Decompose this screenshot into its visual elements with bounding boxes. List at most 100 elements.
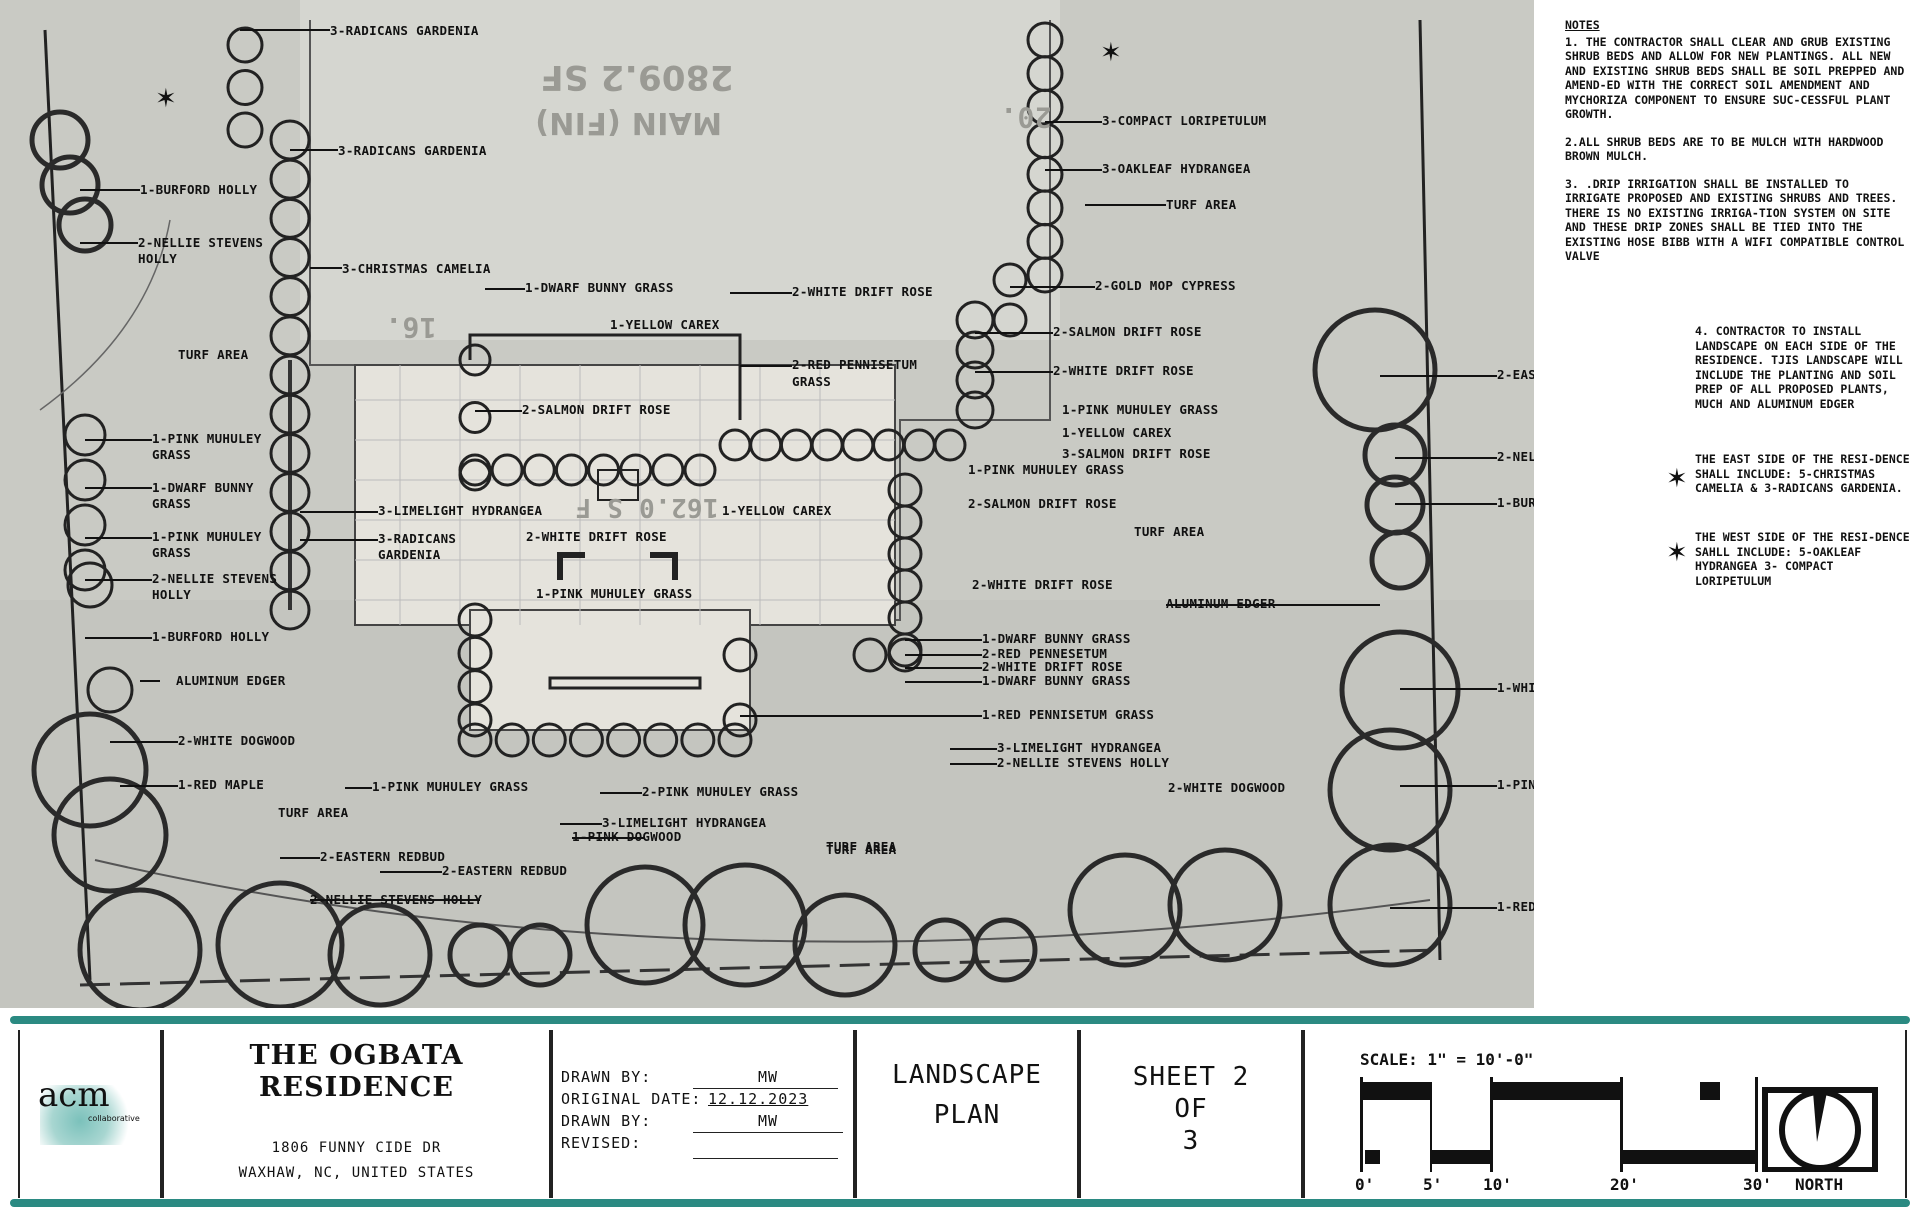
tree-symbol — [1327, 727, 1453, 853]
drawn-by-2-value: MW — [758, 1112, 779, 1130]
plant-label: GRASS — [792, 374, 832, 389]
plant-label: 2-EASTERN REDBUD — [442, 863, 568, 878]
plant-label: 2-WHITE DOGWOOD — [178, 733, 296, 748]
shrub-symbol — [992, 262, 1028, 298]
plant-label: 1-PINK MUHULEY — [152, 529, 262, 544]
plant-label: 1-YELLOW CAREX — [1062, 425, 1172, 440]
plant-label: 2-WHITE DRIFT ROSE — [792, 284, 933, 299]
drawn-by-2-label: DRAWN BY: — [561, 1112, 652, 1130]
plant-label: 2-WHITE DRIFT ROSE — [982, 659, 1123, 674]
shrub-symbol — [458, 401, 492, 434]
shrub-symbol — [86, 666, 134, 714]
plant-label: 2-EASTERN REDBUD — [320, 849, 446, 864]
plant-label: 1-WHITE DOGWOOD — [1497, 680, 1534, 695]
shrub-symbol — [226, 111, 264, 149]
shrub-symbol — [226, 69, 264, 106]
tree-symbol — [1067, 852, 1183, 968]
shrub-symbol — [680, 722, 716, 758]
shrub-symbol — [494, 722, 530, 758]
east-star-icon: ✶ — [1100, 38, 1122, 68]
project-name-line2: RESIDENCE — [259, 1072, 454, 1103]
tree-symbol — [56, 196, 114, 254]
plant-label: 3-RADICANS GARDENIA — [330, 23, 479, 38]
plant-label: 1-PINK MUHULEY GRASS — [536, 586, 693, 601]
plant-label: 2-NELLIE STEVENS HOLLY — [310, 892, 483, 907]
scale-text: SCALE: 1" = 10'-0" — [1360, 1050, 1534, 1069]
logo-subtitle: collaborative — [88, 1114, 140, 1123]
plant-label: 2-WHITE DRIFT ROSE — [1053, 363, 1194, 378]
tree-symbol — [682, 862, 808, 988]
scale-tick-0: 0' — [1355, 1175, 1375, 1194]
tree-symbol — [51, 776, 169, 894]
shrub-symbol — [619, 453, 653, 487]
shrub-symbol — [722, 702, 758, 738]
plant-label: 1-RED MAPLE — [1497, 899, 1534, 914]
scale-tick-30: 30' — [1743, 1175, 1772, 1194]
plant-label: 1-PINK MUHULEY GRASS — [1062, 402, 1219, 417]
shrub-symbol — [933, 428, 967, 462]
plant-label: GRASS — [152, 545, 192, 560]
shrub-symbol — [955, 390, 995, 430]
plant-label: 1-PINK MUHULEY GRASS — [372, 779, 529, 794]
faded-dim-16: 16. — [385, 311, 437, 344]
title-band-top — [10, 1016, 1910, 1024]
shrub-symbol — [458, 343, 492, 377]
plant-label: ALUMINUM EDGER — [1166, 596, 1276, 611]
drawn-by-value: MW — [758, 1068, 779, 1086]
plant-label: 2-WHITE DRIFT ROSE — [972, 577, 1113, 592]
plant-label: 2-PINK MUHULEY GRASS — [642, 784, 799, 799]
plant-label: 1-DWARF BUNNY GRASS — [982, 673, 1131, 688]
note-1: 1. THE CONTRACTOR SHALL CLEAR AND GRUB E… — [1565, 34, 1905, 122]
tree-symbol — [1369, 529, 1431, 591]
plan-linework — [29, 0, 1497, 1008]
plant-label: 2-RED PENNESETUM — [982, 646, 1108, 661]
plant-label: TURF AREA — [1134, 524, 1205, 539]
plant-label: 3-LIMELIGHT HYDRANGEA — [602, 815, 767, 830]
west-side-star-icon: ✶ — [1666, 538, 1688, 568]
note-3: 3. .DRIP IRRIGATION SHALL BE INSTALLED T… — [1565, 176, 1905, 264]
shrub-symbol — [63, 458, 107, 502]
shrub-symbol — [457, 722, 493, 758]
plant-label: 1-YELLOW CAREX — [722, 503, 832, 518]
sheet-title-line1: LANDSCAPE — [892, 1060, 1042, 1090]
plant-label: 1-DWARF BUNNY GRASS — [982, 631, 1131, 646]
tree-symbol — [215, 880, 345, 1008]
shrub-symbol — [722, 637, 758, 673]
shrub-symbol — [63, 503, 107, 547]
plant-label: GRASS — [152, 496, 192, 511]
plant-label: 2-WHITE DRIFT ROSE — [526, 529, 667, 544]
plant-label: 3-RADICANS — [378, 531, 457, 546]
shrub-symbol — [651, 453, 685, 487]
plant-label: 1-BURFORD HOLLY — [140, 182, 258, 197]
landscape-plan-drawing: 2809.2 sf MAIN (FIN) 20. 16. 162.0 s f 3… — [0, 0, 1534, 1008]
shrub-symbol — [955, 360, 995, 400]
plant-label: GRASS — [152, 447, 192, 462]
tree-symbol — [792, 892, 898, 998]
tree-symbol — [29, 109, 91, 171]
title-block: acm collaborative THE OGBATA RESIDENCE 1… — [0, 1010, 1920, 1211]
tree-symbol — [1327, 842, 1453, 968]
tree-symbol — [327, 902, 433, 1008]
project-cell: THE OGBATA RESIDENCE 1806 FUNNY CIDE DR … — [162, 1030, 551, 1198]
plant-label: TURF AREA — [178, 347, 249, 362]
faded-patio-area: 162.0 s f — [575, 492, 719, 522]
plant-label: TURF AREA — [826, 839, 897, 854]
faded-area-text: 2809.2 sf — [540, 57, 734, 97]
west-star-icon: ✶ — [155, 84, 177, 114]
plant-label: 2-SALMON DRIFT ROSE — [1053, 324, 1202, 339]
sheet-number-line1: SHEET 2 — [1132, 1062, 1250, 1092]
plant-label: 2-NELLIE STEVENS — [138, 235, 264, 250]
plant-label: 1-PINK MUHULEY — [152, 431, 262, 446]
plant-label: 2-WHITE DOGWOOD — [1168, 780, 1286, 795]
north-label: NORTH — [1795, 1175, 1844, 1194]
shrub-symbol — [458, 453, 492, 487]
plant-label: 3-LIMELIGHT HYDRANGEA — [997, 740, 1162, 755]
plant-label: 3-CHRISTMAS CAMELIA — [342, 261, 491, 276]
shrub-symbol — [587, 453, 621, 487]
plant-label: 2-SALMON DRIFT ROSE — [522, 402, 671, 417]
plant-label: 2-NELLIE STEVENS HOLLY — [997, 755, 1170, 770]
plant-label: 3-COMPACT LORIPETULUM — [1102, 113, 1267, 128]
sheet-number-line3: 3 — [1182, 1126, 1200, 1156]
faded-dim-20: 20. — [1000, 101, 1052, 134]
notes-panel: NOTES 1. THE CONTRACTOR SHALL CLEAR AND … — [1565, 18, 1910, 277]
